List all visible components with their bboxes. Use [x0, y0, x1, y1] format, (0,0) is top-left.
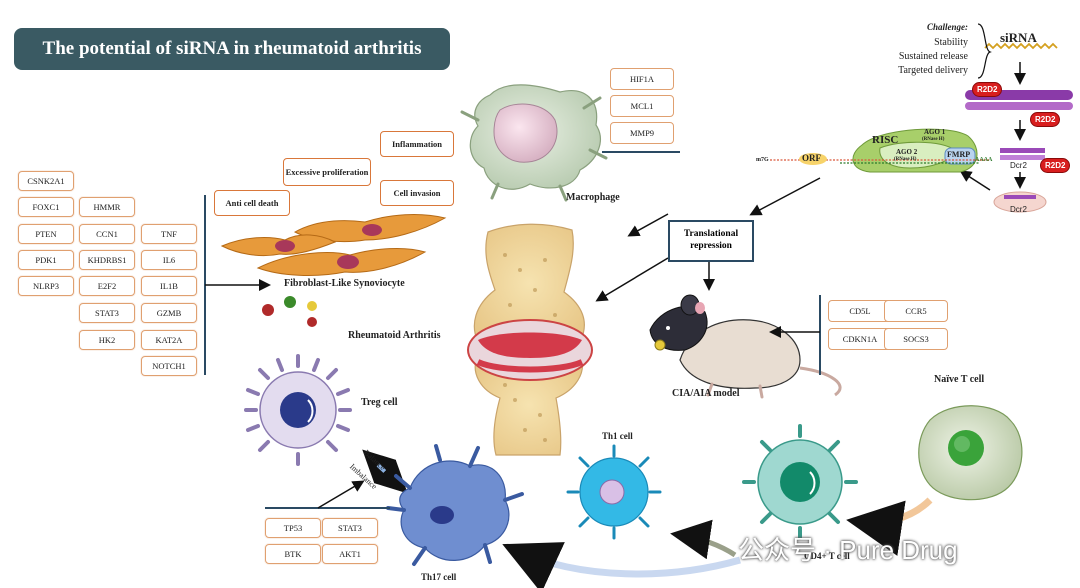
ago2-label: AGO 2	[896, 148, 918, 156]
gene-box-csnk2a1: CSNK2A1	[18, 171, 74, 191]
ago1-label: AGO 1	[924, 128, 946, 136]
fls-label: Fibroblast-Like Synoviocyte	[284, 278, 405, 289]
dcr2-label-bottom: Dcr2	[1010, 205, 1027, 214]
gene-box-hif1a: HIF1A	[610, 68, 674, 90]
cd4-t-cell	[742, 424, 858, 540]
process-box-cell-invasion: Cell invasion	[380, 180, 454, 206]
gene-box-kat2a: KAT2A	[141, 330, 197, 350]
gene-box-tp53: TP53	[265, 518, 321, 538]
rnai-pathway	[595, 42, 1073, 302]
process-box-inflammation: Inflammation	[380, 131, 454, 157]
gene-box-akt1: AKT1	[322, 544, 378, 564]
joint-illustration	[467, 223, 593, 456]
model-label: CIA/AIA model	[672, 388, 740, 399]
gene-box-ccn1: CCN1	[79, 224, 135, 244]
orf-label: ORF	[802, 153, 821, 163]
r2d2-badge-bottom: R2D2	[1040, 158, 1071, 173]
cd4-t-cell-label: CD4+ T cell	[804, 551, 850, 561]
gene-box-gzmb: GZMB	[141, 303, 197, 323]
gene-box-il1b: IL1B	[141, 276, 197, 296]
gene-box-notch1: NOTCH1	[141, 356, 197, 376]
gene-box-khdrbs1: KHDRBS1	[79, 250, 135, 270]
challenge-sustained-release: Sustained release	[898, 51, 968, 62]
risc-label: RISC	[872, 134, 899, 146]
gene-box-il6: IL6	[141, 250, 197, 270]
macrophage-label: Macrophage	[566, 192, 620, 203]
gene-box-stat3: STAT3	[79, 303, 135, 323]
m7g-label: m7G	[756, 157, 769, 163]
mouse-model-illustration	[649, 294, 842, 399]
diagram-title: The potential of siRNA in rheumatoid art…	[14, 28, 450, 70]
ago1-sub-label: (RNase H)	[922, 137, 945, 142]
treg-cell-label: Treg cell	[361, 397, 398, 408]
th17-cell-label: Th17 cell	[421, 572, 457, 582]
watermark-text: 公众号 · Pure Drug	[738, 535, 958, 565]
challenge-stability: Stability	[934, 37, 968, 48]
gene-box-stat3-th17: STAT3	[322, 518, 378, 538]
gene-box-hk2: HK2	[79, 330, 135, 350]
gene-box-mmp9: MMP9	[610, 122, 674, 144]
challenge-heading: Challenge:	[926, 22, 968, 32]
r2d2-badge-middle: R2D2	[1030, 112, 1061, 127]
ra-label: Rheumatoid Arthritis	[348, 330, 441, 341]
gene-box-cdkn1a: CDKN1A	[828, 328, 892, 350]
ago2-sub-label: (RNase H)	[894, 157, 917, 162]
challenge-targeted-delivery: Targeted delivery	[898, 65, 968, 76]
fibroblast-like-synoviocyte-cells	[220, 214, 447, 327]
th17-cell	[386, 444, 524, 566]
naive-t-cell	[918, 405, 1023, 501]
gene-box-btk: BTK	[265, 544, 321, 564]
translational-repression-box: Translational repression	[668, 220, 754, 262]
gene-box-foxc1: FOXC1	[18, 197, 74, 217]
polya-label: AAAA	[975, 157, 993, 163]
sirna-label: siRNA	[1000, 30, 1037, 45]
th1-cell	[566, 444, 662, 540]
r2d2-badge-top: R2D2	[972, 82, 1003, 97]
gene-box-nlrp3: NLRP3	[18, 276, 74, 296]
process-box-excessive-proliferation: Excessive proliferation	[283, 158, 371, 186]
gene-box-pdk1: PDK1	[18, 250, 74, 270]
macrophage-cell	[460, 84, 608, 202]
process-box-anti-cell-death: Anti cell death	[214, 190, 290, 216]
gene-box-mcl1: MCL1	[610, 95, 674, 117]
gene-box-pten: PTEN	[18, 224, 74, 244]
naive-t-cell-label: Naïve T cell	[934, 374, 985, 385]
dcr2-label-top: Dcr2	[1010, 161, 1027, 170]
fmrp-label: FMRP	[947, 150, 971, 159]
gene-box-tnf: TNF	[141, 224, 197, 244]
gene-box-socs3: SOCS3	[884, 328, 948, 350]
gene-box-cd5l: CD5L	[828, 300, 892, 322]
treg-cell	[244, 354, 352, 466]
th1-cell-label: Th1 cell	[602, 431, 633, 441]
gene-box-hmmr: HMMR	[79, 197, 135, 217]
gene-box-e2f2: E2F2	[79, 276, 135, 296]
gene-box-ccr5: CCR5	[884, 300, 948, 322]
